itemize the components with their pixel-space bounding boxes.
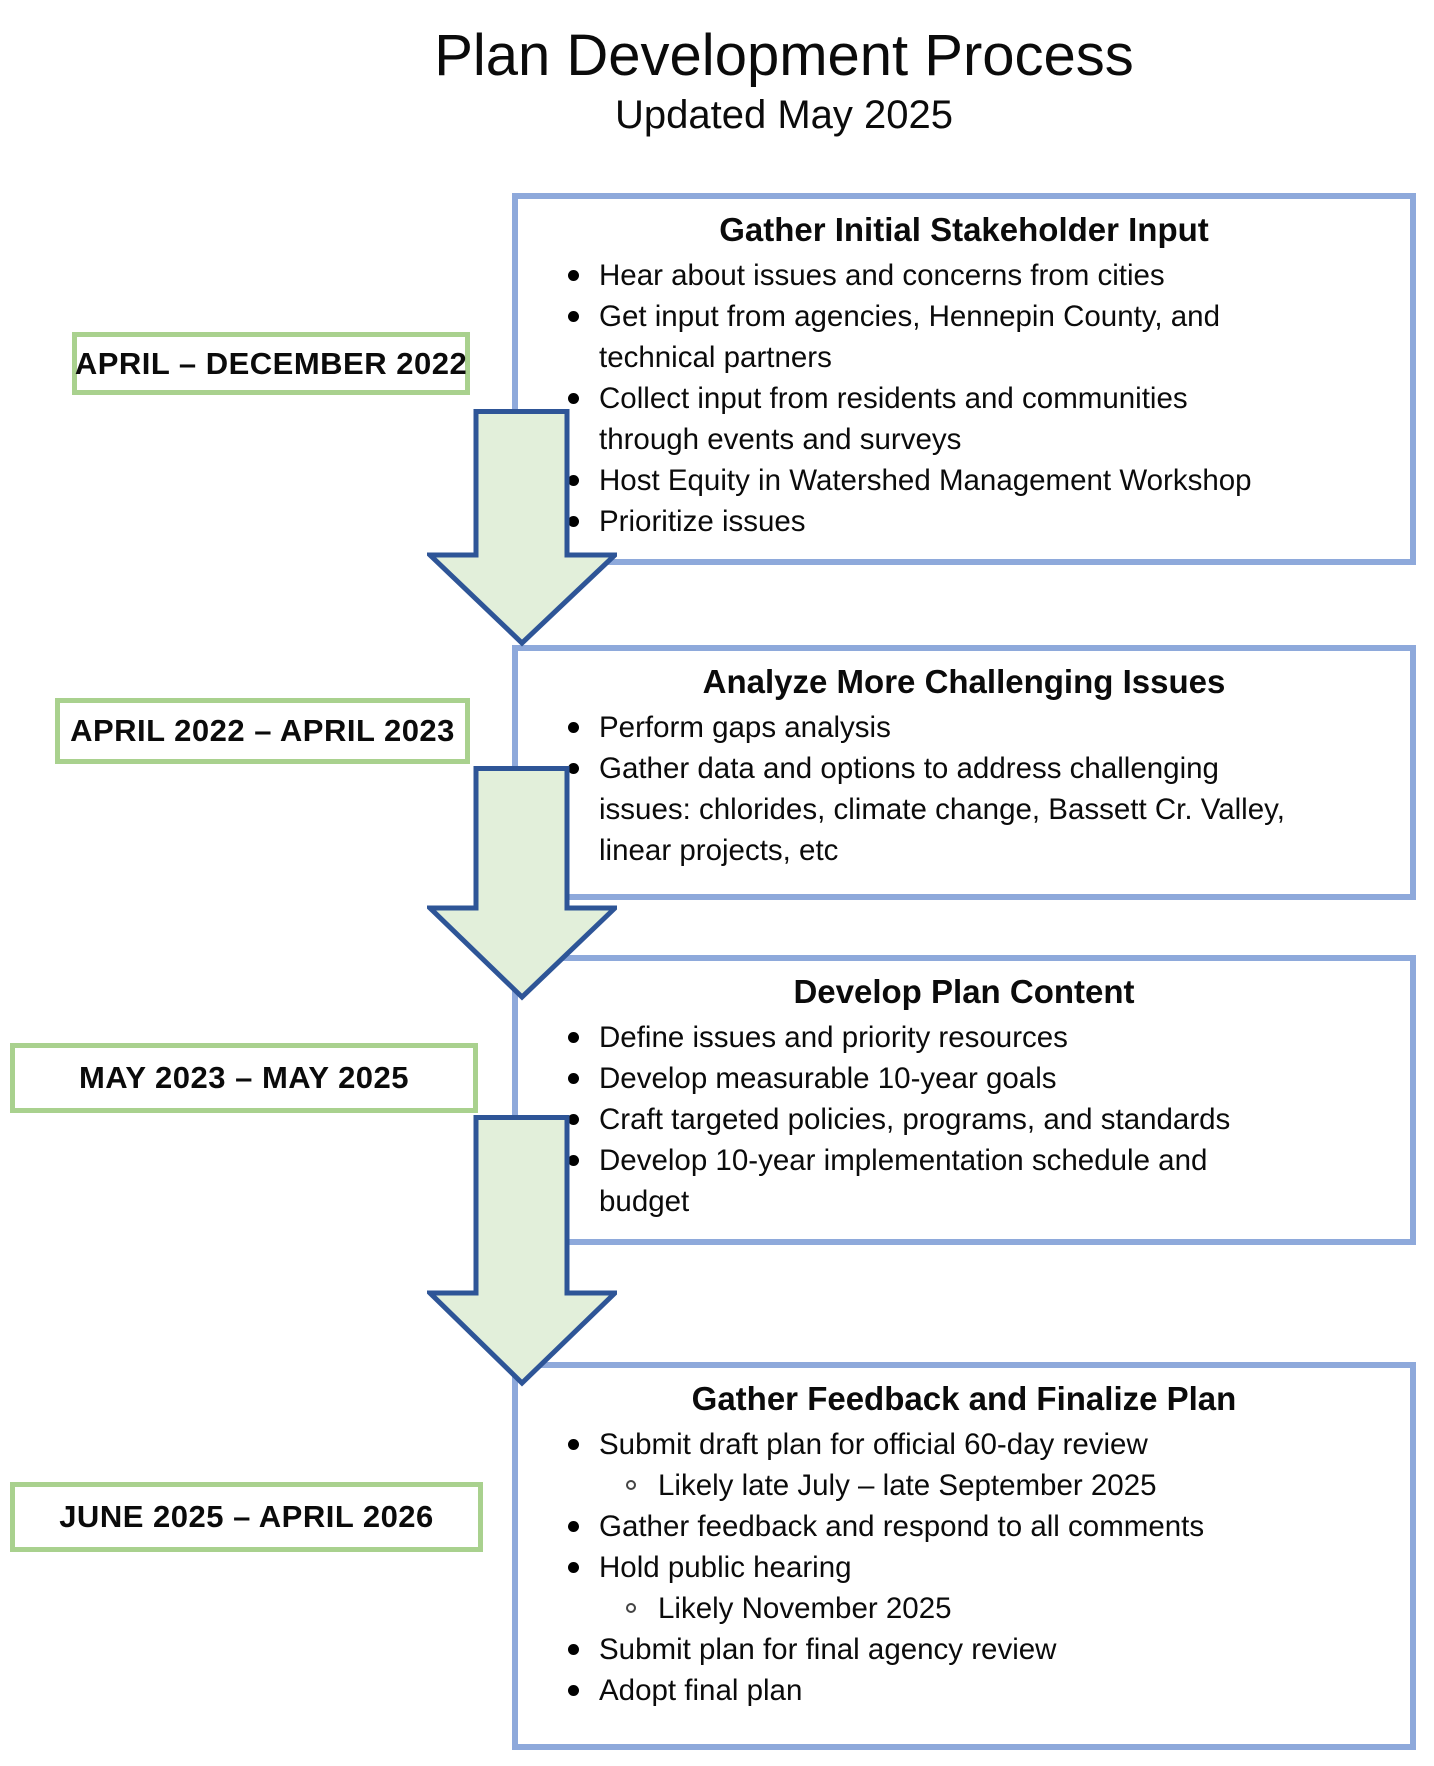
stage-title: Develop Plan Content	[793, 973, 1135, 1010]
stage-title: Gather Feedback and Finalize Plan	[691, 1380, 1237, 1417]
bullet-item: Gather data and options to address chall…	[518, 748, 1384, 871]
stage-date-label: JUNE 2025 – APRIL 2026	[10, 1482, 483, 1552]
page-subtitle: Updated May 2025	[614, 93, 953, 137]
stage-box: Develop Plan Content Define issues and p…	[512, 955, 1416, 1245]
down-arrow-icon	[427, 766, 617, 1001]
bullet-item: Adopt final plan	[518, 1670, 1384, 1711]
bullet-item: Gather feedback and respond to all comme…	[518, 1506, 1384, 1547]
bullet-item: Define issues and priority resources	[518, 1017, 1384, 1058]
bullet-item: Hear about issues and concerns from citi…	[518, 255, 1384, 296]
bullet-item: Develop 10-year implementation schedule …	[518, 1140, 1384, 1222]
stage-box: Analyze More Challenging Issues Perform …	[512, 645, 1416, 900]
bullet-item: Likely November 2025	[518, 1588, 1384, 1629]
stage-bullets: Hear about issues and concerns from citi…	[518, 255, 1410, 542]
bullet-item: Develop measurable 10-year goals	[518, 1058, 1384, 1099]
stage-date-label: MAY 2023 – MAY 2025	[10, 1043, 478, 1113]
stage-title: Analyze More Challenging Issues	[702, 663, 1226, 700]
bullet-item: Collect input from residents and communi…	[518, 378, 1384, 460]
stage-box: Gather Feedback and Finalize Plan Submit…	[512, 1362, 1416, 1750]
bullet-item: Submit plan for final agency review	[518, 1629, 1384, 1670]
bullet-item: Host Equity in Watershed Management Work…	[518, 460, 1384, 501]
stage-date-label: APRIL 2022 – APRIL 2023	[55, 698, 470, 764]
bullet-item: Craft targeted policies, programs, and s…	[518, 1099, 1384, 1140]
down-arrow-icon	[427, 1115, 617, 1387]
bullet-item: Hold public hearing	[518, 1547, 1384, 1588]
stage-date-label: APRIL – DECEMBER 2022	[72, 332, 470, 395]
bullet-item: Submit draft plan for official 60-day re…	[518, 1424, 1384, 1465]
stage-box: Gather Initial Stakeholder Input Hear ab…	[512, 193, 1416, 565]
page-title: Plan Development Process	[434, 23, 1134, 88]
bullet-item: Perform gaps analysis	[518, 707, 1384, 748]
bullet-item: Get input from agencies, Hennepin County…	[518, 296, 1384, 378]
down-arrow-icon	[427, 409, 617, 647]
bullet-item: Likely late July – late September 2025	[518, 1465, 1384, 1506]
bullet-item: Prioritize issues	[518, 501, 1384, 542]
stage-bullets: Submit draft plan for official 60-day re…	[518, 1424, 1410, 1711]
stage-title: Gather Initial Stakeholder Input	[719, 211, 1209, 248]
